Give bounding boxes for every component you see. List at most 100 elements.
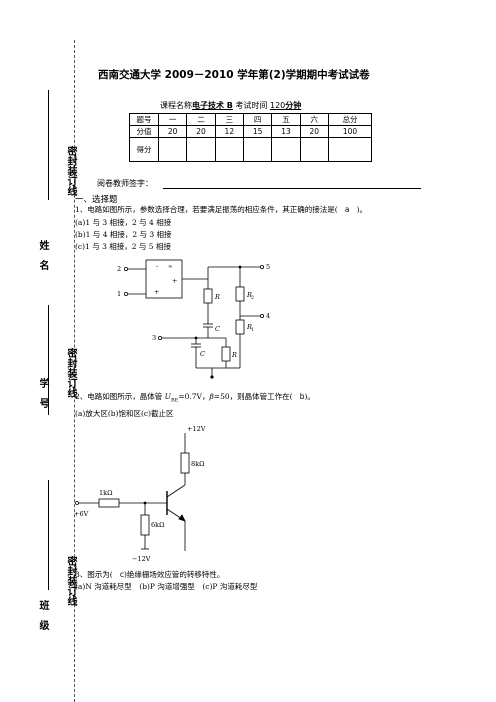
q2-stem-b: =0.7V， [178, 392, 210, 401]
score-table: 题号 一 二 三 四 五 六 总分 分值 20 20 12 15 13 20 1… [129, 113, 373, 162]
terminal-5 [259, 264, 264, 269]
label-2: 2 [117, 265, 121, 273]
resistor-r3 [221, 346, 231, 362]
label-infinity: ∞ [168, 264, 173, 270]
q2-options: (a)放大区(b)饱和区(c)截止区 [75, 409, 174, 418]
exam-title: 西南交通大学 2009－2010 学年第(2)学期期中考试试卷 [98, 69, 370, 81]
q1-option-c: (c)1 与 3 相接，2 与 5 相接 [75, 242, 171, 251]
header-cell: 二 [186, 113, 216, 126]
label-vin: +6V [74, 510, 89, 518]
label-3: 3 [152, 334, 156, 342]
header-cell: 五 [271, 113, 301, 126]
q1-option-a: (a)1 与 3 相接，2 与 4 相接 [75, 218, 172, 227]
reviewer-label: 阅卷教师签字： [97, 179, 153, 188]
value-cell: 12 [214, 125, 244, 138]
id-field-line[interactable] [48, 305, 49, 415]
label-re: 6kΩ [151, 521, 164, 529]
terminal-2 [123, 266, 128, 271]
score-header-row: 题号 一 二 三 四 五 六 总分 [129, 113, 373, 126]
label-1: 1 [117, 290, 121, 298]
score-value-row: 分值 20 20 12 15 13 20 100 [129, 125, 373, 138]
q2-stem-c: =50，则晶体管工作在( [213, 392, 293, 401]
q2-transistor-circuit: +12V 8kΩ 1kΩ +6V 6kΩ −12V [74, 425, 206, 563]
q1-stem-end: )。 [356, 205, 368, 214]
value-cell: 15 [242, 125, 273, 138]
score-entry-cell[interactable] [242, 137, 273, 162]
course-line: 课程名称电子技术 B 考试时间 120分钟 [160, 100, 301, 111]
resistor-r [203, 288, 213, 304]
q2-ube-sub: BE [170, 397, 179, 404]
label-c2: C [200, 350, 205, 358]
score-row-label: 得分 [129, 137, 159, 162]
q3-stem-end: )绝缘栅场效应管的转移特性。 [123, 570, 225, 579]
score-entry-row: 得分 [129, 137, 373, 162]
header-cell: 题号 [129, 113, 159, 126]
label-r1: R [246, 323, 252, 331]
value-cell: 分值 [129, 125, 159, 138]
resistor-re [140, 514, 150, 536]
label-r3: R [231, 351, 237, 359]
q3-answer[interactable]: c [119, 570, 124, 579]
reviewer-signature-line[interactable] [163, 188, 421, 189]
name-field-line[interactable] [48, 90, 49, 200]
label-r: R [214, 293, 220, 301]
header-cell: 四 [242, 113, 273, 126]
q1-option-b: (b)1 与 4 相接，2 与 3 相接 [75, 230, 172, 239]
label-r1-sub: 1 [251, 327, 254, 333]
terminal-4 [259, 314, 264, 319]
seal-label-top: 密封装订线 [65, 146, 76, 196]
label-vee: −12V [132, 555, 151, 563]
q2-ube: U [164, 392, 171, 401]
q3-stem: 3、图示为( c)绝缘栅场效应管的转移特性。 [75, 570, 224, 581]
q2-beta: β [209, 392, 214, 401]
resistor-rb [98, 498, 120, 508]
terminal-3 [158, 336, 163, 341]
q2-stem: 2、电路如图所示，晶体管 UBE=0.7V，β=50，则晶体管工作在( b)。 [75, 392, 315, 406]
time-value: 120 [269, 101, 286, 110]
label-vcc: +12V [187, 425, 206, 433]
resistor-r1 [235, 319, 245, 335]
q1-oscillator-circuit: 2 1 - ∞ + + 5 4 3 R C C R R 2 R 1 [117, 259, 270, 379]
q1-stem: 1、电路如图所示，参数选择合理，若要满足振荡的相应条件，其正确的接法是( a )… [75, 205, 367, 216]
label-r2: R [246, 291, 252, 299]
q1-stem-text: 1、电路如图所示，参数选择合理，若要满足振荡的相应条件，其正确的接法是( [75, 205, 338, 214]
time-prefix: 考试时间 [235, 101, 268, 110]
label-r2-sub: 2 [251, 295, 254, 301]
terminal-1 [123, 292, 128, 297]
value-cell: 13 [271, 125, 301, 138]
label-4: 4 [266, 312, 270, 320]
time-unit: 分钟 [285, 101, 302, 110]
score-entry-cell[interactable] [157, 137, 188, 162]
value-cell: 100 [327, 125, 373, 138]
score-entry-cell[interactable] [271, 137, 301, 162]
header-cell: 总分 [327, 113, 373, 126]
course-prefix: 课程名称 [160, 101, 192, 110]
score-entry-cell[interactable] [299, 137, 329, 162]
q2-stem-a: 2、电路如图所示，晶体管 [75, 392, 165, 401]
q2-stem-end: )。 [304, 392, 315, 401]
course-name: 电子技术 B [192, 101, 233, 110]
q3-stem-text: 3、图示为( [75, 570, 113, 579]
label-c1: C [215, 325, 220, 333]
seal-label-bottom: 密封装订线 [65, 556, 76, 606]
label-5: 5 [266, 263, 270, 271]
score-entry-cell[interactable] [214, 137, 244, 162]
header-cell: 三 [214, 113, 244, 126]
q2-answer[interactable]: b [299, 392, 305, 401]
score-entry-cell[interactable] [327, 137, 373, 162]
section-title: 一、选择题 [75, 195, 118, 205]
name-label: 姓 名 [37, 240, 48, 270]
header-cell: 六 [299, 113, 329, 126]
score-entry-cell[interactable] [186, 137, 216, 162]
value-cell: 20 [186, 125, 216, 138]
label-minus: - [156, 262, 158, 270]
q3-options: (a)N 沟道耗尽型 (b)P 沟道增强型 (c)P 沟道耗尽型 [75, 582, 258, 591]
resistor-rc [180, 452, 190, 474]
q1-answer[interactable]: a [344, 205, 350, 214]
value-cell: 20 [157, 125, 188, 138]
label-rb: 1kΩ [99, 489, 112, 497]
resistor-r2 [235, 286, 245, 302]
student-id-label: 学 号 [37, 378, 48, 408]
class-field-line[interactable] [48, 480, 49, 590]
header-cell: 一 [157, 113, 188, 126]
